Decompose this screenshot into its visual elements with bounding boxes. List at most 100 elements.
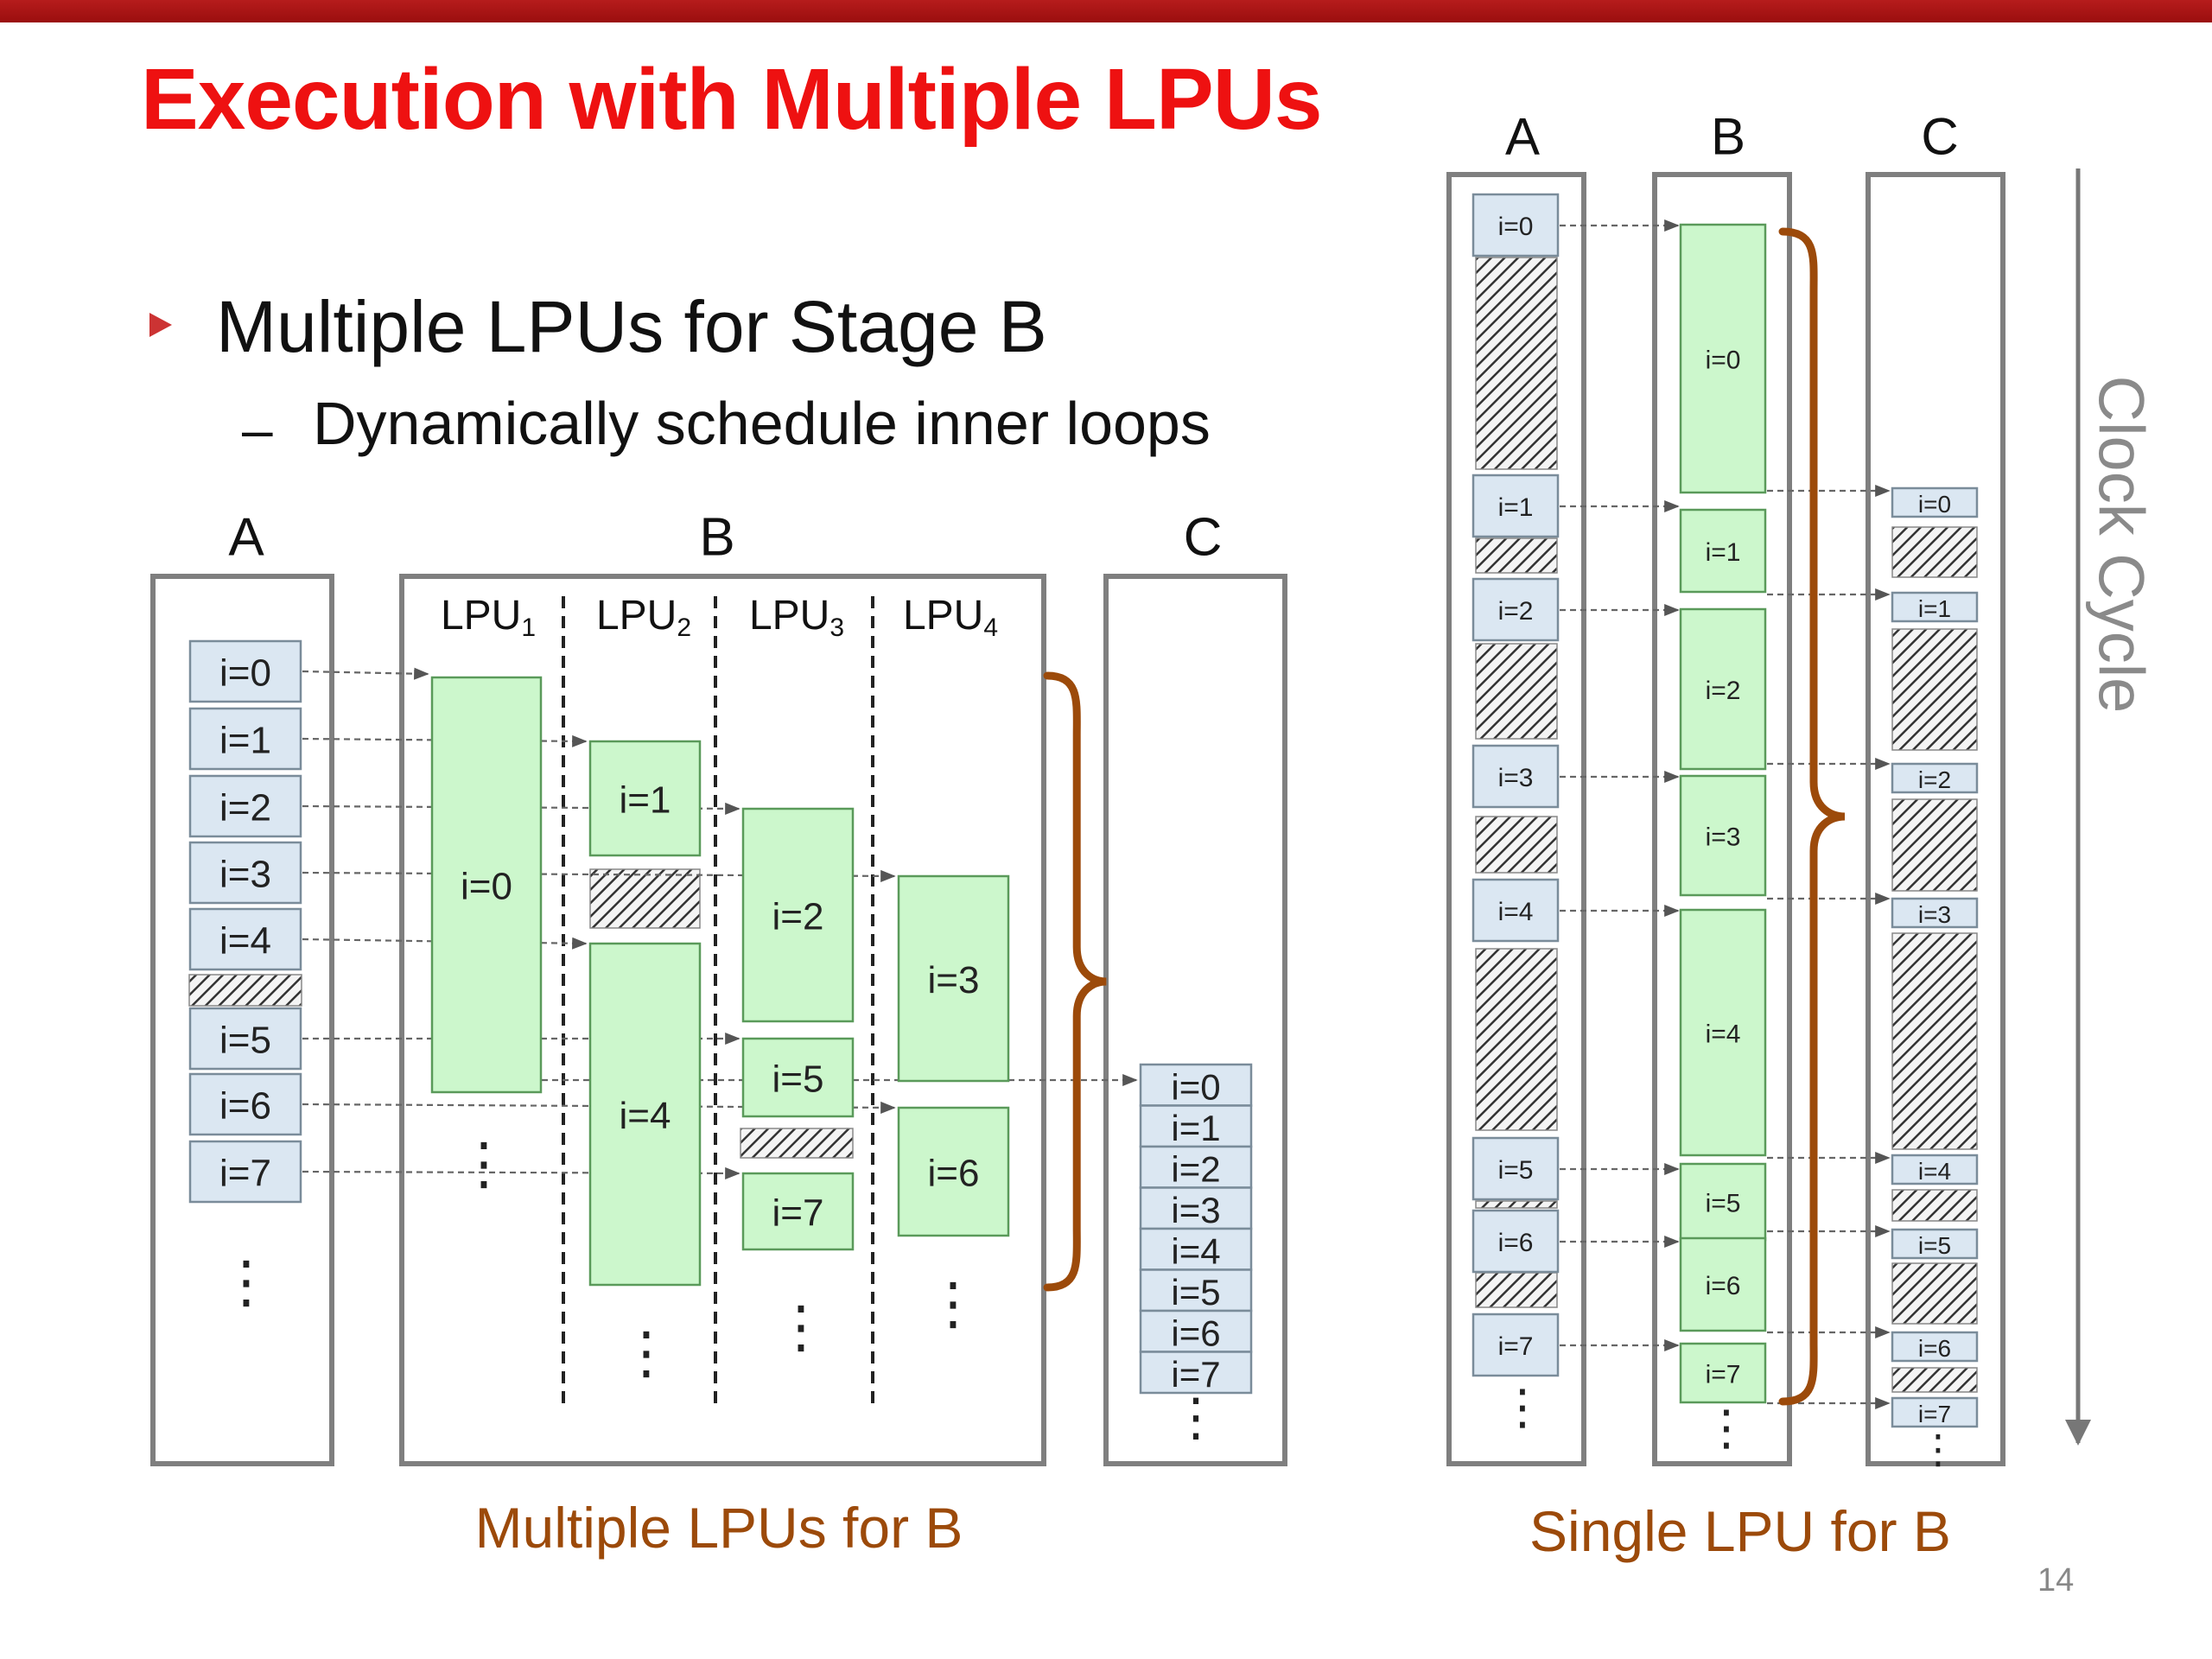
single-c-stall-2 bbox=[1891, 798, 1978, 892]
single-a-item-4-label: i=4 bbox=[1498, 898, 1534, 926]
single-a-item-6-label: i=6 bbox=[1498, 1229, 1534, 1257]
multi-b-item-i1-label: i=1 bbox=[620, 779, 671, 822]
sub-bullet-point: Dynamically schedule inner loops bbox=[313, 390, 1211, 457]
single-b-item-2-label: i=2 bbox=[1706, 677, 1741, 705]
multi-c-item-5-label: i=5 bbox=[1171, 1272, 1220, 1313]
multi-a-item-2-label: i=2 bbox=[219, 787, 271, 830]
single-a-stall-1 bbox=[1475, 537, 1558, 574]
multi-a-item-3 bbox=[188, 841, 302, 905]
multi-b-item-i4-label: i=4 bbox=[620, 1095, 671, 1137]
single-c-more: ⋮ bbox=[1918, 1427, 1958, 1471]
multi-b-more-lpu1: ⋮ bbox=[455, 1131, 512, 1195]
multi-a-item-4 bbox=[188, 907, 302, 971]
multi-a-item-6-label: i=6 bbox=[219, 1085, 271, 1128]
single-c-item-3 bbox=[1891, 897, 1979, 929]
iteration-boxes: i=0i=1i=2i=3i=4i=5i=6i=7i=0i=1i=4i=2i=5i… bbox=[188, 193, 1979, 1428]
single-a-item-2-label: i=2 bbox=[1498, 597, 1534, 626]
single-c-item-2-label: i=2 bbox=[1918, 766, 1951, 793]
lpu-label-4: LPU4 bbox=[903, 593, 998, 642]
single-a-item-3 bbox=[1471, 744, 1560, 809]
single-a-item-6 bbox=[1471, 1209, 1560, 1274]
multi-a-item-4-label: i=4 bbox=[219, 920, 271, 963]
single-c-frame bbox=[1866, 172, 2005, 1466]
multi-a-item-0-label: i=0 bbox=[219, 652, 271, 695]
single-c-stall-0 bbox=[1891, 526, 1978, 578]
single-c-item-7 bbox=[1891, 1396, 1979, 1428]
single-b-item-4-label: i=4 bbox=[1706, 1020, 1741, 1049]
bullet-triangle-icon bbox=[149, 313, 172, 337]
slide-title: Execution with Multiple LPUs bbox=[141, 51, 1323, 148]
multi-c-item-1-label: i=1 bbox=[1171, 1108, 1220, 1148]
single-b-item-6 bbox=[1679, 1236, 1767, 1332]
single-a-more: ⋮ bbox=[1498, 1380, 1547, 1434]
single-c-item-7-label: i=7 bbox=[1918, 1401, 1951, 1427]
single-b-item-0-label: i=0 bbox=[1706, 346, 1741, 375]
multi-c-header: C bbox=[1184, 508, 1223, 568]
multi-b-stall-lpu2 bbox=[589, 868, 701, 929]
single-c-stall-6 bbox=[1891, 1367, 1978, 1393]
single-b-item-1-label: i=1 bbox=[1706, 538, 1741, 567]
multi-arrow-a-to-b-0 bbox=[302, 667, 429, 680]
single-b-item-7-label: i=7 bbox=[1706, 1361, 1741, 1389]
multi-c-more: ⋮ bbox=[1170, 1389, 1222, 1446]
multi-b-item-i5 bbox=[741, 1037, 855, 1118]
multi-c-item-1 bbox=[1139, 1104, 1253, 1148]
multi-b-item-i7-label: i=7 bbox=[772, 1192, 824, 1235]
single-c-item-4-label: i=4 bbox=[1918, 1158, 1951, 1185]
single-c-item-6 bbox=[1891, 1331, 1979, 1363]
single-a-item-5 bbox=[1471, 1136, 1560, 1201]
single-a-item-5-label: i=5 bbox=[1498, 1156, 1534, 1185]
lpu-label-2: LPU2 bbox=[596, 593, 691, 642]
multi-b-item-i6-label: i=6 bbox=[928, 1153, 980, 1195]
multi-c-item-7-label: i=7 bbox=[1171, 1354, 1220, 1395]
multi-a-header: A bbox=[228, 508, 264, 568]
multi-b-item-i2 bbox=[741, 807, 855, 1023]
multi-a-item-5 bbox=[188, 1007, 302, 1071]
single-c-item-5-label: i=5 bbox=[1918, 1232, 1951, 1259]
single-b-item-2 bbox=[1679, 607, 1767, 771]
single-b-item-6-label: i=6 bbox=[1706, 1272, 1741, 1300]
lpu-label-1: LPU1 bbox=[441, 593, 536, 642]
multi-c-item-3-label: i=3 bbox=[1171, 1190, 1220, 1230]
single-a-stall-6 bbox=[1475, 1272, 1558, 1308]
single-brace bbox=[1778, 227, 1846, 1406]
single-a-item-1 bbox=[1471, 474, 1560, 538]
sub-bullet-dash: – bbox=[242, 398, 273, 461]
multi-a-item-6 bbox=[188, 1072, 302, 1136]
single-b-frame bbox=[1652, 172, 1792, 1466]
single-a-frame bbox=[1446, 172, 1586, 1466]
single-a-stall-3 bbox=[1475, 816, 1558, 874]
multi-brace bbox=[1043, 671, 1107, 1292]
top-accent-bar bbox=[0, 0, 2212, 22]
bullet-point-1: Multiple LPUs for Stage B bbox=[216, 286, 1047, 367]
single-caption: Single LPU for B bbox=[1529, 1499, 1951, 1563]
multi-b-frame bbox=[399, 574, 1046, 1466]
multi-b-more-lpu4: ⋮ bbox=[925, 1271, 982, 1335]
multi-a-item-7 bbox=[188, 1140, 302, 1204]
multi-c-item-6-label: i=6 bbox=[1171, 1313, 1220, 1353]
multi-a-stall bbox=[188, 974, 302, 1007]
single-b-item-5-label: i=5 bbox=[1706, 1190, 1741, 1218]
multi-c-item-6 bbox=[1139, 1309, 1253, 1353]
single-a-item-7 bbox=[1471, 1313, 1560, 1377]
single-c-stall-4 bbox=[1891, 1189, 1978, 1222]
multi-b-item-i5-label: i=5 bbox=[772, 1058, 824, 1101]
single-a-item-3-label: i=3 bbox=[1498, 764, 1534, 792]
multi-a-item-3-label: i=3 bbox=[219, 854, 271, 896]
single-b-item-0 bbox=[1679, 223, 1767, 494]
multi-b-item-i4 bbox=[588, 942, 702, 1287]
single-c-item-3-label: i=3 bbox=[1918, 901, 1951, 928]
stall-regions bbox=[188, 257, 1978, 1393]
multi-b-item-i3-label: i=3 bbox=[928, 959, 980, 1001]
single-a-item-1-label: i=1 bbox=[1498, 493, 1534, 522]
single-c-item-2 bbox=[1891, 762, 1979, 794]
single-c-item-0 bbox=[1891, 486, 1979, 518]
single-c-item-1 bbox=[1891, 591, 1979, 623]
multi-a-item-2 bbox=[188, 774, 302, 838]
single-a-stall-5 bbox=[1475, 1200, 1558, 1209]
single-a-header: A bbox=[1505, 108, 1540, 166]
multi-c-item-4-label: i=4 bbox=[1171, 1230, 1220, 1271]
